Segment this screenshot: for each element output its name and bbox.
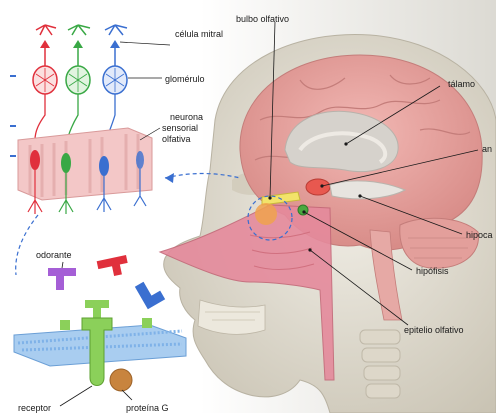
sensory-neuron-blue-2	[136, 151, 144, 169]
odorant-bound-green	[85, 300, 109, 318]
label-hippocampus: hipoca	[466, 230, 493, 240]
odorant-pointer	[62, 262, 63, 268]
leader-dot	[344, 142, 347, 145]
edge-tick	[10, 155, 16, 157]
neuron-inset	[10, 25, 152, 214]
leader-dot	[302, 210, 305, 213]
label-g-protein: proteína G	[126, 403, 169, 413]
leader-dot	[320, 184, 323, 187]
olfactory-region-spot	[255, 203, 277, 225]
label-mitral-cell: célula mitral	[175, 29, 223, 39]
glomerulus-red	[33, 66, 57, 94]
g-protein	[110, 369, 132, 391]
sensory-neuron-green	[61, 153, 71, 173]
label-thalamus: tálamo	[448, 79, 475, 89]
odorant-molecule-blue	[135, 277, 165, 310]
label-receptor: receptor	[18, 403, 51, 413]
mitral-cell-blue	[105, 25, 127, 66]
glomerulus-green	[66, 66, 90, 94]
sensory-neuron-red	[30, 150, 40, 170]
odorant-molecule-red	[97, 255, 130, 279]
zoom-arrow-head	[165, 173, 174, 183]
glomerulus-blue	[103, 66, 127, 94]
mitral-cell-red	[36, 25, 56, 66]
label-glomerulus: glomérulo	[165, 74, 205, 84]
receptor-pointer	[60, 386, 92, 406]
label-odorant: odorante	[36, 250, 72, 260]
sensory-neuron-blue	[99, 156, 109, 176]
odorant-molecule-purple	[48, 268, 76, 290]
receptor-inset	[14, 255, 186, 406]
inset-link-arrow	[16, 215, 38, 275]
edge-tick	[10, 75, 16, 77]
mitral-cell-green	[68, 25, 90, 66]
mitral-leader	[120, 42, 170, 45]
label-sensory-neuron-2: sensorial	[162, 123, 198, 133]
leader-dot	[358, 194, 361, 197]
label-olfactory-epithelium: epitelio olfativo	[404, 325, 464, 335]
edge-tick	[10, 125, 16, 127]
label-pituitary: hipófisis	[416, 266, 449, 276]
label-sensory-neuron-3: olfativa	[162, 134, 191, 144]
gprotein-pointer	[122, 390, 132, 400]
label-olfactory-bulb: bulbo olfativo	[236, 14, 289, 24]
leader-dot	[268, 196, 271, 199]
label-amygdala: an	[482, 144, 492, 154]
leader-dot	[308, 248, 311, 251]
axon-red	[35, 94, 45, 140]
amygdala-shape	[306, 179, 330, 195]
label-sensory-neuron-1: neurona	[170, 112, 203, 122]
